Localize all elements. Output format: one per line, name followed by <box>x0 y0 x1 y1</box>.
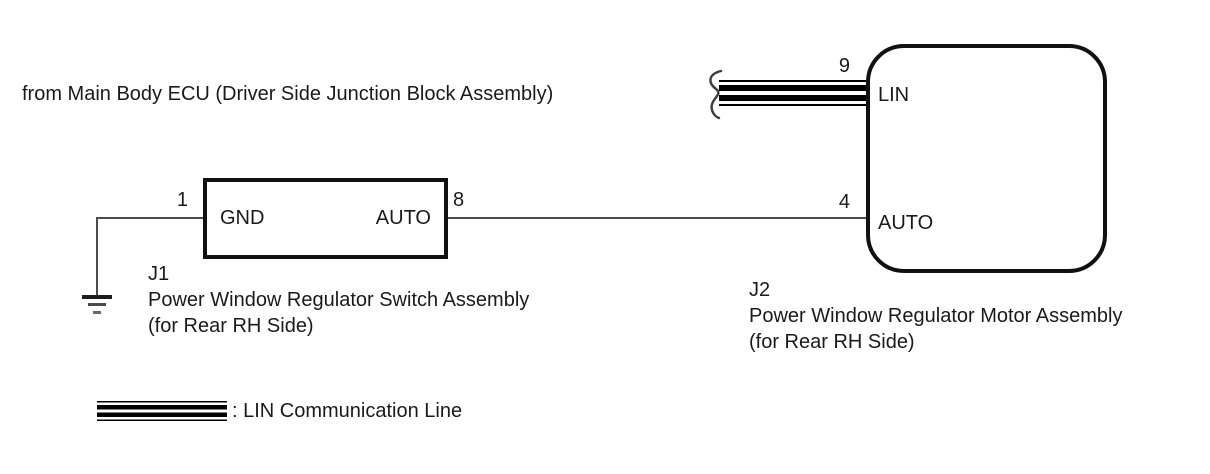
motor-port-lin-label: LIN <box>878 84 910 106</box>
ground-bar-bottom <box>93 311 101 314</box>
ground-bar-middle <box>88 303 106 306</box>
motor-caption-variant: (for Rear RH Side) <box>749 331 915 353</box>
pin-number-gnd: 1 <box>176 189 188 211</box>
gnd-wire-vertical <box>96 217 98 297</box>
legend-lin-line-sample <box>97 401 227 421</box>
switch-port-auto-label: AUTO <box>375 207 431 229</box>
motor-port-auto-label: AUTO <box>878 212 934 234</box>
wire-break-squiggle <box>709 69 723 120</box>
lin-communication-wire <box>719 80 867 106</box>
switch-caption: J1 Power Window Regulator Switch Assembl… <box>148 261 529 339</box>
switch-caption-id: J1 <box>148 263 170 285</box>
ground-bar-top <box>82 295 112 299</box>
motor-caption-id: J2 <box>749 279 771 301</box>
gnd-wire-horizontal <box>96 217 203 219</box>
switch-assembly-box: GND AUTO <box>203 178 448 259</box>
switch-port-gnd-label: GND <box>220 207 265 229</box>
auto-signal-wire <box>446 217 868 219</box>
header-note: from Main Body ECU (Driver Side Junction… <box>22 83 554 105</box>
pin-number-switch-auto: 8 <box>453 189 465 211</box>
legend-lin-label: : LIN Communication Line <box>232 400 463 422</box>
pin-number-motor-auto: 4 <box>838 191 850 213</box>
motor-assembly-box: LIN AUTO <box>866 44 1107 273</box>
pin-number-motor-lin: 9 <box>838 55 850 77</box>
motor-caption: J2 Power Window Regulator Motor Assembly… <box>749 277 1122 355</box>
motor-caption-name: Power Window Regulator Motor Assembly <box>749 305 1123 327</box>
switch-caption-name: Power Window Regulator Switch Assembly <box>148 289 530 311</box>
switch-caption-variant: (for Rear RH Side) <box>148 315 314 337</box>
